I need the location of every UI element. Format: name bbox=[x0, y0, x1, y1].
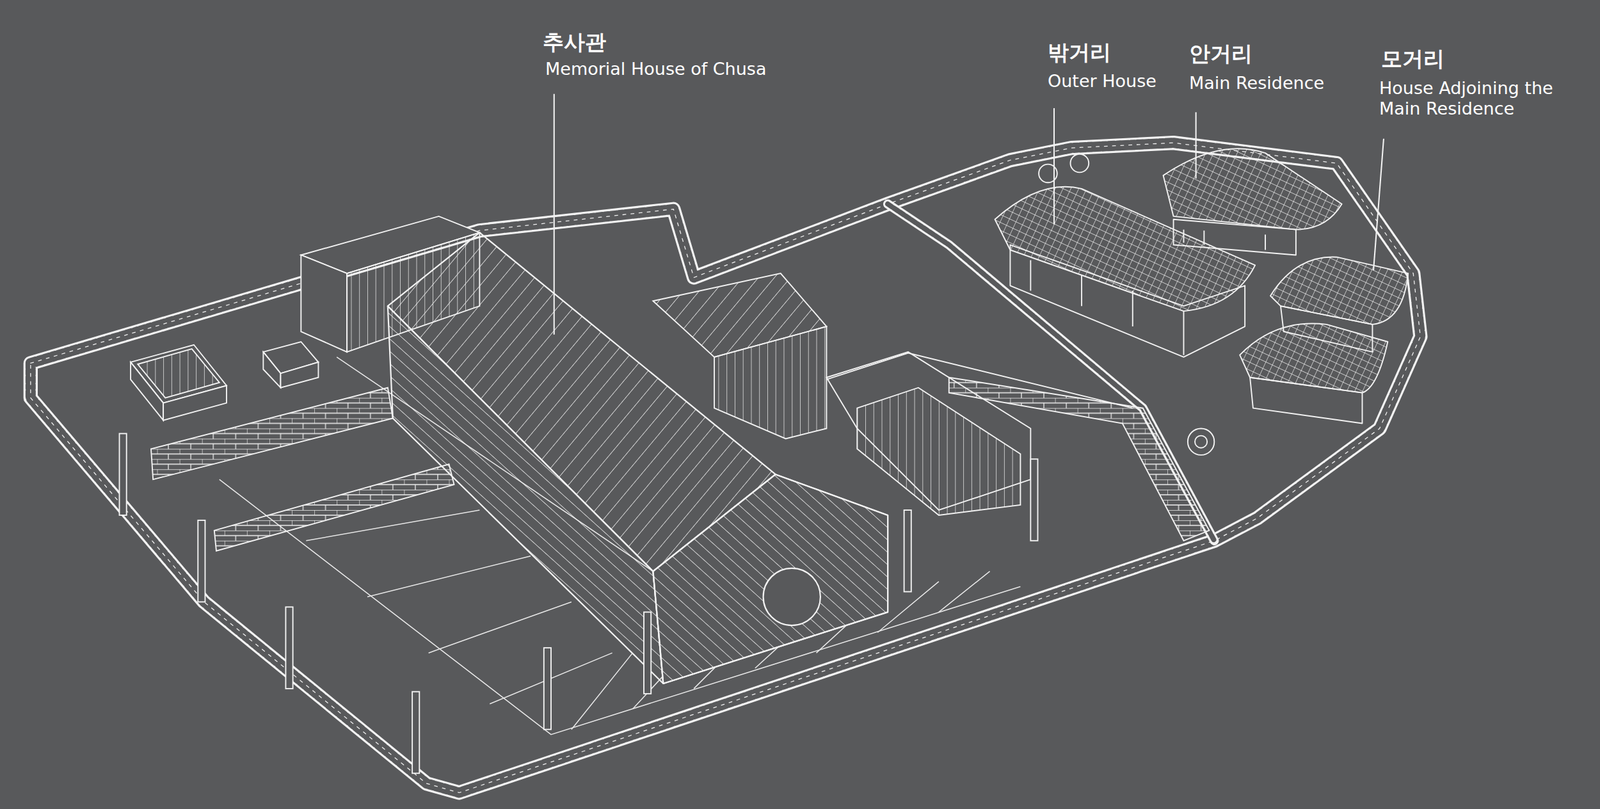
korean-label: 추사관 bbox=[542, 29, 607, 56]
korean-label: 모거리 bbox=[1381, 46, 1445, 72]
korean-label: 밖거리 bbox=[1047, 39, 1112, 66]
english-label: Memorial House of Chusa bbox=[545, 58, 767, 80]
english-label: Outer House bbox=[1047, 71, 1157, 92]
english-label: Main Residence bbox=[1189, 72, 1325, 94]
english-label: House Adjoining the Main Residence bbox=[1379, 78, 1578, 120]
korean-label: 안거리 bbox=[1189, 40, 1253, 67]
